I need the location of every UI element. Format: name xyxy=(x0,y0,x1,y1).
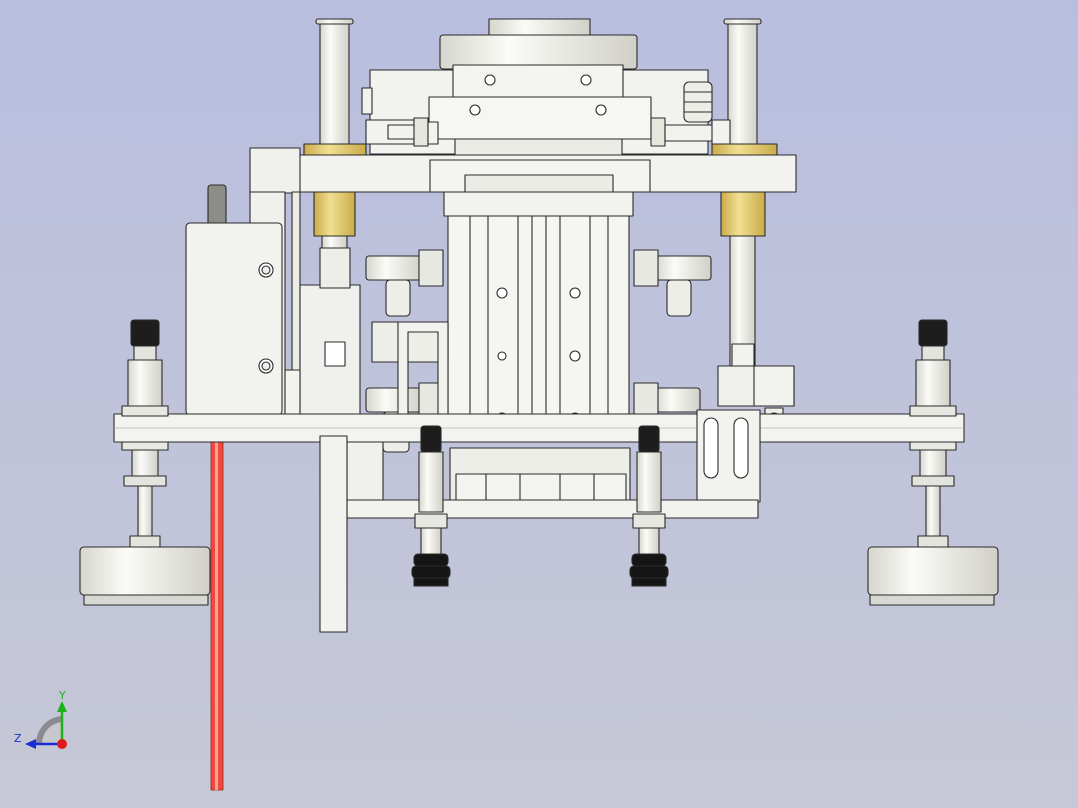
top-fitting-right xyxy=(650,81,731,147)
sensor-rod xyxy=(207,184,227,226)
vacuum-post-left xyxy=(121,319,169,549)
laser-beam xyxy=(210,435,224,791)
triad-z-arrow-icon xyxy=(25,739,36,749)
brass-bushing-left xyxy=(313,191,356,237)
elbow-fitting-lower-right xyxy=(633,382,701,420)
brass-flange-left xyxy=(303,143,367,157)
elbow-fitting-upper-right xyxy=(633,249,712,317)
laser-sensor-box xyxy=(185,222,283,416)
gripper-assembly-model[interactable] xyxy=(79,18,999,791)
vacuum-pad-right xyxy=(867,546,999,606)
lower-vertical-bar xyxy=(319,435,348,633)
top-fitting-left xyxy=(361,87,439,147)
triad-label-z: Z xyxy=(14,732,22,745)
brass-bushing-right xyxy=(720,191,766,237)
main-slide-cylinder xyxy=(443,191,634,435)
brass-flange-right xyxy=(711,143,778,157)
top-plate-left-bracket xyxy=(249,147,301,194)
triad-y-arrow-icon xyxy=(57,701,67,712)
suction-cup-left xyxy=(411,425,451,587)
top-cylinder-cap xyxy=(439,18,638,70)
vacuum-post-right xyxy=(909,319,957,549)
upper-mount-block xyxy=(369,64,709,162)
view-orientation-triad[interactable]: Y Z xyxy=(14,689,67,749)
vacuum-pad-left xyxy=(79,546,211,606)
suction-cup-right xyxy=(629,425,669,587)
elbow-fitting-upper-left xyxy=(365,249,444,317)
triad-label-y: Y xyxy=(58,689,66,702)
triad-x-axis-dot-icon xyxy=(57,739,67,749)
